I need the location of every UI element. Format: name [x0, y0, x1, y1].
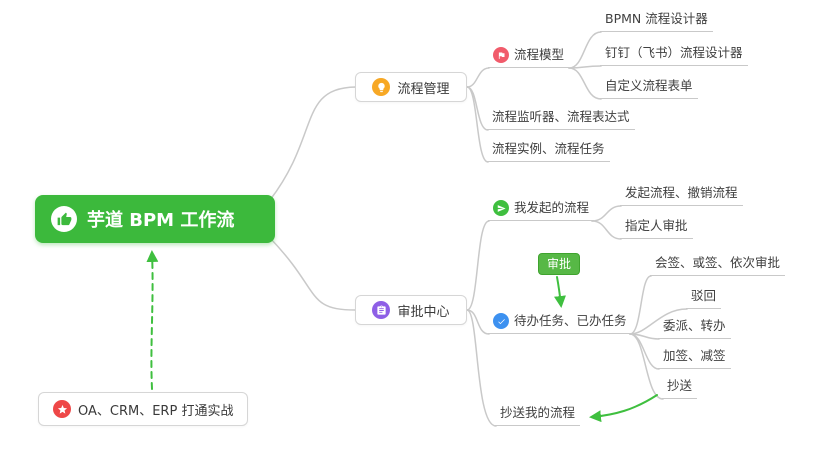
- dashed-arrow-practice-to-root: [146, 250, 159, 390]
- topic-assignee-approval[interactable]: 指定人审批: [620, 217, 693, 239]
- check-icon: [493, 313, 509, 329]
- topic-custom-form[interactable]: 自定义流程表单: [600, 77, 698, 99]
- topic-label: 钉钉（飞书）流程设计器: [605, 45, 743, 60]
- topic-process-model[interactable]: 流程模型: [488, 46, 570, 68]
- topic-label: 抄送: [667, 378, 693, 393]
- star-icon: [53, 400, 71, 418]
- topic-label: OA、CRM、ERP 打通实战: [78, 403, 234, 419]
- topic-initiate-cancel[interactable]: 发起流程、撤销流程: [620, 184, 743, 206]
- approval-tag[interactable]: 审批: [538, 253, 581, 275]
- topic-label: 流程模型: [514, 47, 565, 62]
- topic-label: 驳回: [691, 288, 717, 303]
- topic-label: 我发起的流程: [514, 200, 590, 215]
- arrow-cc-to-cc-my-process: [589, 394, 658, 423]
- topic-label: 流程管理: [397, 81, 450, 97]
- topic-label: 加签、减签: [663, 348, 726, 363]
- send-icon: [493, 200, 509, 216]
- topic-label: 自定义流程表单: [605, 78, 693, 93]
- topic-label: BPMN 流程设计器: [605, 11, 708, 26]
- topic-label: 委派、转办: [663, 318, 726, 333]
- topic-dingtalk-designer[interactable]: 钉钉（飞书）流程设计器: [600, 44, 748, 66]
- topic-instance-task[interactable]: 流程实例、流程任务: [487, 140, 610, 162]
- topic-label: 审批中心: [397, 304, 450, 320]
- flag-icon: [493, 47, 509, 63]
- topic-add-remove-sign[interactable]: 加签、减签: [658, 347, 731, 369]
- arrow-approval-to-todo: [554, 276, 566, 308]
- topic-label: 抄送我的流程: [500, 405, 576, 420]
- topic-label: 待办任务、已办任务: [514, 313, 627, 328]
- lightbulb-icon: [372, 78, 391, 96]
- topic-label: 流程实例、流程任务: [492, 141, 605, 156]
- topic-approval-center[interactable]: 审批中心: [355, 295, 467, 325]
- topic-listener-expression[interactable]: 流程监听器、流程表达式: [487, 108, 635, 130]
- topic-label: 发起流程、撤销流程: [625, 185, 738, 200]
- topic-process-management[interactable]: 流程管理: [355, 72, 467, 102]
- topic-label: 流程监听器、流程表达式: [492, 109, 630, 124]
- topic-oa-crm-erp-practice[interactable]: OA、CRM、ERP 打通实战: [38, 392, 249, 426]
- topic-cc[interactable]: 抄送: [662, 377, 698, 399]
- topic-delegate-transfer[interactable]: 委派、转办: [658, 317, 731, 339]
- topic-countersign[interactable]: 会签、或签、依次审批: [650, 254, 786, 276]
- approval-tag-label: 审批: [547, 257, 572, 271]
- thumbs-up-icon: [51, 206, 77, 232]
- topic-todo-done[interactable]: 待办任务、已办任务: [488, 312, 632, 334]
- root-topic-label: 芋道 BPM 工作流: [87, 210, 235, 231]
- topic-label: 会签、或签、依次审批: [655, 255, 781, 270]
- clipboard-icon: [372, 301, 391, 319]
- topic-bpmn-designer[interactable]: BPMN 流程设计器: [600, 10, 713, 32]
- root-topic[interactable]: 芋道 BPM 工作流: [35, 195, 275, 243]
- topic-cc-my-process[interactable]: 抄送我的流程: [495, 404, 581, 426]
- topic-label: 指定人审批: [625, 218, 688, 233]
- topic-reject[interactable]: 驳回: [686, 287, 722, 309]
- topic-my-initiated[interactable]: 我发起的流程: [488, 199, 595, 221]
